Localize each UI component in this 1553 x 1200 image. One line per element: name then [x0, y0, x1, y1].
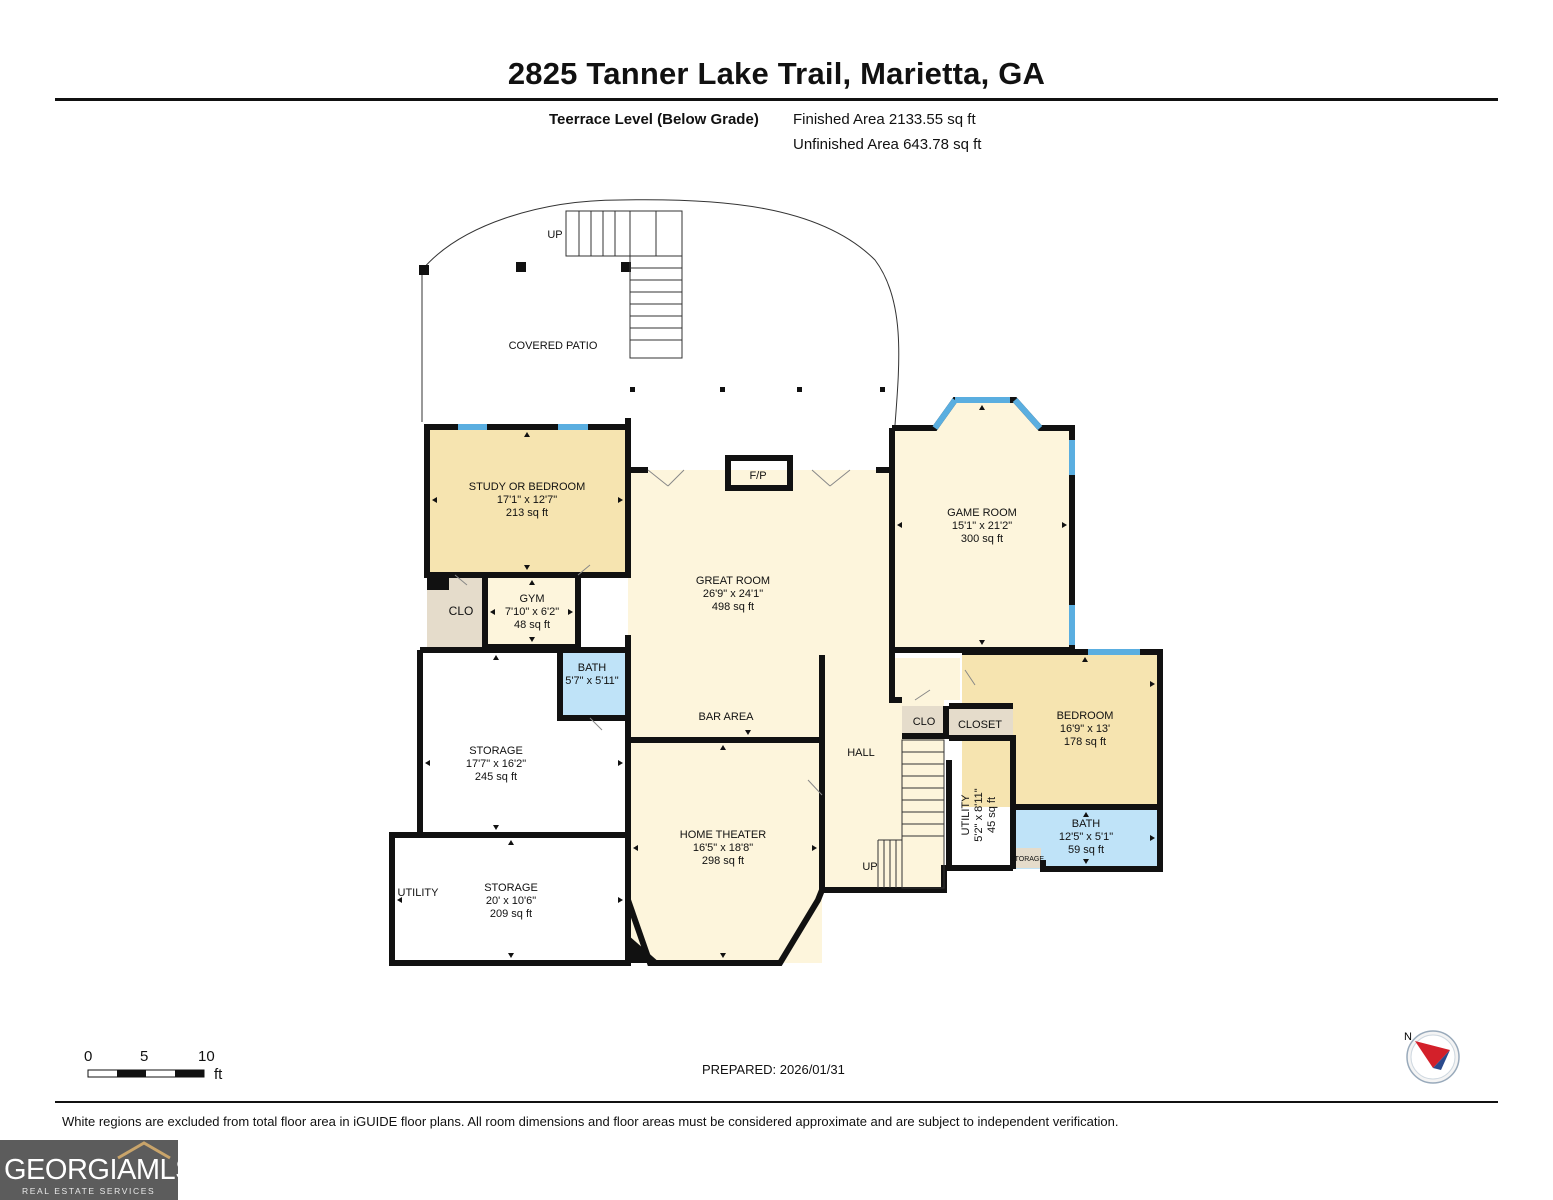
closet-label: CLOSET	[958, 719, 1002, 731]
home-theater-dims: 16'5" x 18'8"	[693, 842, 753, 854]
windows	[458, 397, 1140, 655]
bedroom-dims: 16'9" x 13'	[1060, 723, 1110, 735]
compass-label: N	[1404, 1031, 1412, 1043]
bath-2-label: BATH	[1072, 818, 1101, 830]
exterior-stair	[565, 210, 683, 359]
finished-area: Finished Area 2133.55 sq ft	[793, 111, 976, 128]
storage-1-label: STORAGE	[469, 745, 523, 757]
fireplace-label: F/P	[749, 470, 766, 482]
plan-title: 2825 Tanner Lake Trail, Marietta, GA	[507, 56, 1046, 91]
theater-fill	[628, 740, 822, 963]
storage-2-area: 209 sq ft	[490, 908, 532, 920]
level-label: Teerrace Level (Below Grade)	[549, 111, 759, 128]
doors	[454, 469, 976, 796]
scale-tick-5: 5	[140, 1048, 149, 1065]
closet-fill	[949, 706, 1013, 738]
interior-stair	[877, 739, 945, 889]
room-fills	[427, 400, 1160, 963]
storage-small-label: STORAGE	[1010, 856, 1044, 863]
scale-unit: ft	[214, 1066, 223, 1083]
gym-area: 48 sq ft	[514, 619, 550, 631]
storage-small-fill	[1015, 848, 1041, 868]
hall-label: HALL	[847, 747, 875, 759]
utility-small-area: 45 sq ft	[986, 797, 998, 833]
compass-icon	[1406, 1030, 1460, 1084]
wall-block	[427, 572, 449, 590]
utility-left-label: UTILITY	[398, 887, 440, 899]
patio-posts	[419, 262, 885, 392]
gym-fill	[485, 575, 578, 647]
study-fill	[427, 427, 628, 575]
clo-right-label: CLO	[913, 716, 936, 728]
bedroom-label: BEDROOM	[1057, 710, 1114, 722]
clo-right-fill	[902, 706, 946, 736]
theater-corner-block	[628, 935, 660, 963]
home-theater-area: 298 sq ft	[702, 855, 744, 867]
storage-2-label: STORAGE	[484, 882, 538, 894]
game-room-area: 300 sq ft	[961, 533, 1003, 545]
bath-2-area: 59 sq ft	[1068, 844, 1104, 856]
study-dims: 17'1" x 12'7"	[497, 494, 557, 506]
scale-tick-0: 0	[84, 1048, 93, 1065]
logo-main-text: GEORGIAMLS	[4, 1154, 195, 1186]
bath-small-fill	[560, 650, 626, 718]
game-room-label: GAME ROOM	[947, 507, 1017, 519]
disclaimer-text: White regions are excluded from total fl…	[62, 1114, 1119, 1129]
logo-sub-text: REAL ESTATE SERVICES	[22, 1186, 156, 1196]
covered-patio-label: COVERED PATIO	[509, 340, 598, 352]
game-room-dims: 15'1" x 21'2"	[952, 520, 1012, 532]
footer-rule	[55, 1101, 1498, 1103]
scale-tick-10: 10	[198, 1048, 215, 1065]
study-label: STUDY OR BEDROOM	[469, 481, 586, 493]
unfinished-area: Unfinished Area 643.78 sq ft	[793, 136, 982, 153]
utility-small-label: UTILITY	[960, 794, 972, 836]
roof-icon	[117, 1141, 171, 1160]
room-labels: COVERED PATIO UP STUDY OR BEDROOM 17'1" …	[398, 229, 1114, 920]
storage-2-dims: 20' x 10'6"	[486, 895, 536, 907]
covered-patio-outline	[421, 199, 900, 426]
header-rule	[55, 98, 1498, 101]
clo-left-label: CLO	[449, 604, 474, 618]
scale-bar	[87, 1069, 205, 1078]
great-room-label: GREAT ROOM	[696, 575, 770, 587]
storage-1-area: 245 sq ft	[475, 771, 517, 783]
prepared-date: PREPARED: 2026/01/31	[702, 1062, 845, 1077]
great-room-fill	[628, 470, 960, 890]
gym-dims: 7'10" x 6'2"	[505, 606, 559, 618]
game-room-fill	[892, 400, 1072, 650]
utility-small-dims: 5'2" x 8'11"	[973, 788, 985, 841]
bath-small-label: BATH	[578, 662, 607, 674]
home-theater-label: HOME THEATER	[680, 829, 766, 841]
stair-up-label-2: UP	[862, 861, 877, 873]
great-room-area: 498 sq ft	[712, 601, 754, 613]
bath-small-dims: 5'7" x 5'11"	[565, 675, 618, 687]
bedroom-area: 178 sq ft	[1064, 736, 1106, 748]
bar-area-label: BAR AREA	[698, 711, 754, 723]
bath-2-dims: 12'5" x 5'1"	[1059, 831, 1113, 843]
great-room-dims: 26'9" x 24'1"	[703, 588, 763, 600]
stair-up-label: UP	[547, 229, 562, 241]
storage-1-dims: 17'7" x 16'2"	[466, 758, 526, 770]
georgiamls-logo: GEORGIAMLS REAL ESTATE SERVICES	[0, 1140, 195, 1200]
gym-label: GYM	[519, 593, 544, 605]
dimension-arrows	[397, 405, 1155, 958]
study-area: 213 sq ft	[506, 507, 548, 519]
